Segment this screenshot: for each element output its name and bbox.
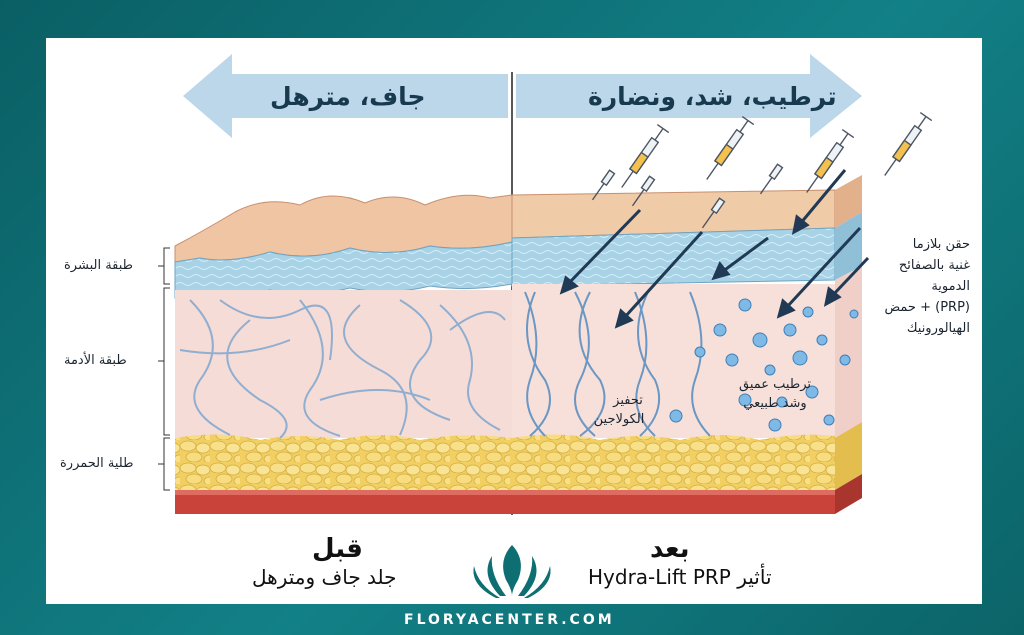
injection-annotation-line2: غنية بالصفائح bbox=[898, 258, 970, 273]
skin-block-before bbox=[174, 194, 513, 514]
right-arrow-label: ترطيب، شد، ونضارة bbox=[588, 82, 837, 111]
brand-sub: CENTER bbox=[122, 88, 180, 98]
injection-annotation-line5: الهيالورونيك bbox=[906, 321, 970, 336]
skin-block-after bbox=[511, 111, 933, 514]
hydration-annotation-line1: ترطيب عميق bbox=[739, 377, 811, 392]
before-subtitle: جلد جاف ومترهل bbox=[252, 565, 397, 589]
after-title: بعد bbox=[650, 534, 690, 564]
label-dermis: طبقة الأدمة bbox=[64, 353, 127, 368]
injection-arrows bbox=[559, 169, 870, 329]
label-epidermis: طبقة البشرة bbox=[64, 258, 134, 273]
before-title: قبل bbox=[312, 534, 363, 564]
florya-lotus-icon bbox=[473, 545, 551, 598]
right-arrow bbox=[516, 54, 862, 138]
collagen-annotation-line2: الكولاجين bbox=[593, 412, 645, 427]
injection-annotation-line1: حقن بلازما bbox=[912, 237, 970, 252]
left-arrow bbox=[183, 54, 508, 138]
hydration-annotation-line2: وشد طبيعي bbox=[743, 396, 807, 411]
label-hypodermis: طلية الحمررة bbox=[60, 456, 134, 471]
after-subtitle: تأثير Hydra-Lift PRP bbox=[588, 565, 772, 589]
brand-name: FLORYA bbox=[70, 60, 185, 88]
collagen-annotation-line1: تحفيز bbox=[613, 393, 643, 408]
layer-brackets bbox=[158, 247, 170, 491]
injection-annotation-line3: الدموية bbox=[931, 279, 970, 294]
injection-annotation-line4: (PRP) + حمض bbox=[884, 300, 970, 315]
left-arrow-label: جاف، مترهل bbox=[270, 82, 426, 111]
syringe-icon bbox=[591, 111, 933, 229]
website-url: FLORYACENTER.COM bbox=[404, 612, 615, 628]
